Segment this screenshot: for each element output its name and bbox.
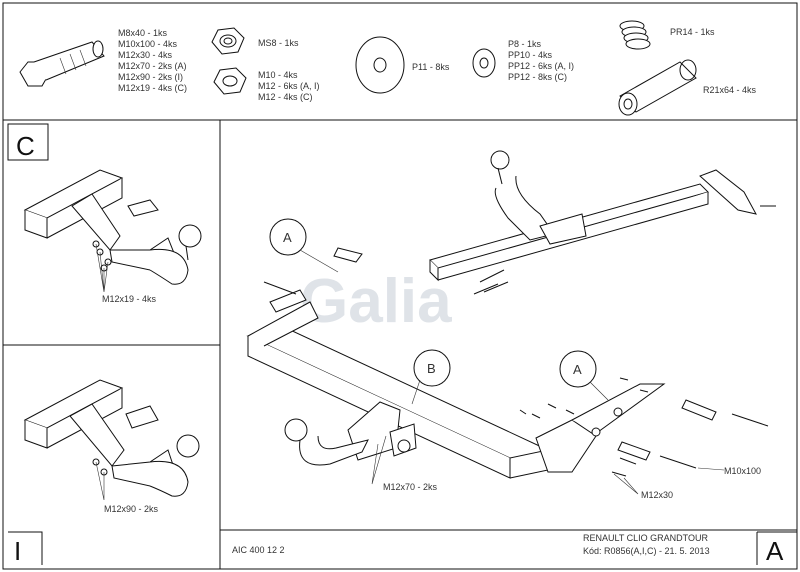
- nut-label-1: M10 - 4ks: [258, 70, 298, 80]
- bolt-label-5: M12x90 - 2ks (I): [118, 72, 183, 82]
- tow-ball-neck: [284, 401, 417, 466]
- exploded-hardware: [263, 247, 769, 477]
- callout-a-right-label: A: [573, 362, 582, 377]
- spacer-tube-icon: [618, 59, 697, 116]
- large-washer-icon: [355, 36, 405, 94]
- m12x70-label: M12x70 - 2ks: [383, 482, 438, 492]
- m12x30-label: M12x30: [641, 490, 673, 500]
- assembled-view: [429, 150, 776, 295]
- variant-c-bolt-label: M12x19 - 4ks: [102, 294, 157, 304]
- corner-box-i: [8, 531, 43, 565]
- bolt-label-1: M8x40 - 1ks: [118, 28, 168, 38]
- bolt-icon: [19, 40, 105, 87]
- vehicle-name: RENAULT CLIO GRANDTOUR: [583, 533, 709, 543]
- drawing-kod: Kód: R0856(A,I,C) - 21. 5. 2013: [583, 546, 710, 556]
- small-washer-icon: [472, 48, 496, 78]
- sheet-letter: A: [766, 536, 784, 566]
- lock-nut-icon: [211, 27, 245, 55]
- exploded-leaders: [371, 435, 725, 495]
- bolt-label-3: M12x30 - 4ks: [118, 50, 173, 60]
- bolt-labels: M8x40 - 1ks M10x100 - 4ks M12x30 - 4ks M…: [118, 28, 187, 93]
- callout-a-right: A: [559, 350, 609, 401]
- m10x100-label: M10x100: [724, 466, 761, 476]
- spacer-tube-label: R21x64 - 4ks: [703, 85, 757, 95]
- variant-c-leader: [95, 243, 109, 293]
- nut-labels: M10 - 4ks M12 - 6ks (A, I) M12 - 4ks (C): [258, 70, 320, 102]
- variant-i-bolt-label: M12x90 - 2ks: [104, 504, 159, 514]
- variant-c-letter: C: [16, 131, 35, 161]
- bolt-label-2: M10x100 - 4ks: [118, 39, 178, 49]
- variant-i-letter: I: [14, 536, 21, 566]
- washer-label-4: PP12 - 8ks (C): [508, 72, 567, 82]
- callout-a-top: A: [269, 218, 339, 273]
- bolt-label-4: M12x70 - 2ks (A): [118, 61, 187, 71]
- nut-icon: [213, 67, 247, 95]
- variant-c-drawing: [23, 169, 202, 285]
- bolt-label-6: M12x19 - 4ks (C): [118, 83, 187, 93]
- drawing-code: AIC 400 12 2: [232, 545, 285, 555]
- washer-labels: P8 - 1ks PP10 - 4ks PP12 - 6ks (A, I) PP…: [508, 39, 574, 82]
- large-washer-label: P11 - 8ks: [412, 62, 450, 72]
- callout-a-top-label: A: [283, 230, 292, 245]
- corner-box-a: [756, 531, 797, 565]
- spring-icon: [619, 20, 651, 50]
- washer-label-3: PP12 - 6ks (A, I): [508, 61, 574, 71]
- spring-label: PR14 - 1ks: [670, 27, 715, 37]
- callout-b: B: [411, 349, 451, 405]
- nut-m8-label: MS8 - 1ks: [258, 38, 299, 48]
- washer-label-2: PP10 - 4ks: [508, 50, 553, 60]
- washer-label-1: P8 - 1ks: [508, 39, 542, 49]
- callout-b-label: B: [427, 361, 436, 376]
- watermark: Galia: [300, 267, 452, 336]
- corner-box-c: [7, 123, 49, 161]
- variant-i-drawing: [23, 379, 200, 497]
- nut-label-3: M12 - 4ks (C): [258, 92, 313, 102]
- nut-label-2: M12 - 6ks (A, I): [258, 81, 320, 91]
- bracket-right: [535, 383, 666, 473]
- variant-i-leader: [95, 461, 105, 501]
